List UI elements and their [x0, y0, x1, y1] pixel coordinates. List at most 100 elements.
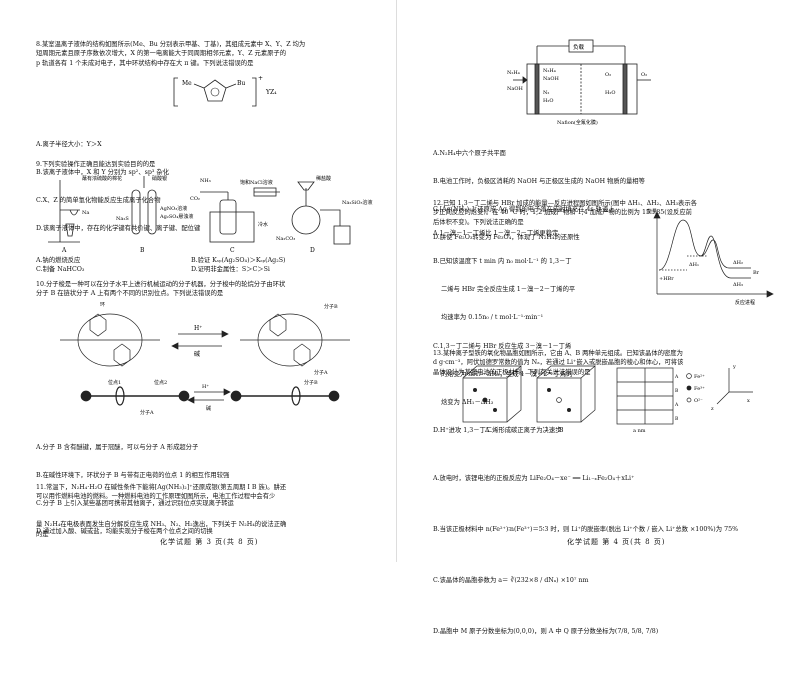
option-12b-cont2: 均速率为 0.15n₀ / t mol·L⁻¹·min⁻¹	[441, 314, 544, 322]
axis-z-label: z	[711, 406, 714, 412]
label-b2: Na₂S	[116, 216, 129, 222]
apparatus-c	[200, 187, 280, 243]
label-right-out1: O₂	[605, 72, 611, 78]
letter-c: C	[230, 247, 235, 254]
letter-d: D	[310, 247, 315, 254]
label-left-mid3: N₂	[543, 90, 549, 96]
option-12d[interactable]: D.H⁺进攻 1,3－丁二烯形成碳正离子为决速步	[433, 427, 562, 435]
question-8-options: A.离子半径大小：Y＞X B.该离子液体中，X 和 Y 分别为 sp²、sp³ …	[36, 121, 386, 253]
option-13c[interactable]: C.该晶体的晶胞参数为 a＝ ∛(232×8 / dNₐ) ×10⁷ nm	[433, 577, 589, 584]
energy-profile-graph: 能量 反应进程 ΔH₁ ΔH₂ ΔH₃ +HBr Br	[647, 208, 774, 306]
option-11d[interactable]: D.肼使 Fe₂O₃转变为 Fe₃O₄，体现了 N₂H₄的还原性	[433, 234, 580, 242]
option-11c[interactable]: C.[Ag(NH₃)₂]⁺还原成 Ag 得到的电子落在成时填充在 4s 轨道上	[433, 206, 615, 214]
question-10-options: A.分子 B 含有醚键，属于冠醚，可以与分子 A 形成超分子 B.在碱性环境下，…	[36, 424, 386, 556]
option-8d[interactable]: D.该离子液体中，存在的化学键有共价键、离子键、配位键	[36, 225, 201, 233]
fuel-cell-diagram: 负载 N₂H₄ NaOH N₂H₄ NaOH N₂ H₂O O₂ H₂O O₂ …	[507, 39, 651, 126]
label-d1: 稀盐酸	[316, 175, 331, 182]
cell-row-4: B	[675, 416, 679, 422]
butyl-label: Bu	[237, 80, 245, 87]
label-right-in: O₂	[641, 72, 647, 78]
graph-xlabel: 反应进程	[735, 299, 755, 306]
option-9d[interactable]: D.证明非金属性：S＞C＞Si	[190, 266, 270, 274]
option-8b[interactable]: B.该离子液体中，X 和 Y 分别为 sp²、sp³ 杂化	[36, 169, 170, 177]
label-left-mid2: NaOH	[543, 76, 559, 82]
option-13b[interactable]: B.当该正极材料中 n(Fe²⁺)∶n(Fe³⁺)＝5∶3 时，则 Li⁺的脱嵌…	[433, 526, 739, 533]
option-10a[interactable]: A.分子 B 含有醚键，属于冠醚，可以与分子 A 形成超分子	[36, 443, 199, 451]
legend-fe3: Fe³⁺	[694, 386, 705, 392]
question-12-stem: 12.已知 1,3－丁二烯与 HBr 加成的能量—反应进程图如图所示(图中 ΔH…	[433, 199, 697, 226]
label-left-mid1: N₂H₄	[543, 68, 556, 74]
label-c4: 冷水	[258, 221, 268, 228]
label-molecule-b-1: 分子B	[324, 303, 338, 310]
label-b4: Ag₂SO₄悬浊液	[159, 213, 193, 220]
label-h-plus: H⁺	[194, 325, 202, 332]
cation-charge: +	[258, 75, 263, 82]
option-10b[interactable]: B.在碱性环境下，环状分子 B 与带有正电荷的位点 1 的相互作用较强	[36, 472, 230, 480]
unit-b-label: B	[559, 427, 564, 434]
question-13-options: A.放电时，该锂电池的正极反应为 LiFe₂O₄－xe⁻ ══ Li₁₋ₓFe₂…	[433, 436, 783, 674]
label-b3: AgNO₃溶液	[159, 205, 187, 212]
option-12b[interactable]: B.已知该温度下 t min 内 n₀ mol·L⁻¹ 的 1,3－丁	[433, 258, 572, 266]
option-12c[interactable]: C.1,3－丁二烯与 HBr 反应生成 3－溴－1－丁烯	[433, 342, 572, 350]
methyl-label: Me	[182, 80, 192, 87]
apparatus-b	[131, 176, 157, 235]
label-left-in1: N₂H₄	[507, 70, 520, 76]
question-11-options: A.N₂H₄中六个原子共平面 B.电池工作时，负极区消耗的 NaOH 与正极区生…	[433, 130, 783, 262]
label-molecule-b-2: 分子B	[304, 379, 318, 386]
axis-y-label: y	[732, 364, 736, 370]
option-12a[interactable]: A.1－溴－1－丁烯比 1－溴－2－丁烯更稳定	[433, 229, 559, 237]
option-9c[interactable]: C.制备 NaHCO₃	[36, 266, 85, 274]
option-10c[interactable]: C.分子 B 上引入某些基团可携带其他离子，通过识别位点实现离子转运	[36, 500, 234, 508]
label-d3: Na₂CO₃	[276, 236, 295, 242]
label-base: 碱	[194, 351, 200, 358]
option-10d[interactable]: D.通过加入酸、碱或盐，均能实现分子梭在两个位点之间的切换	[36, 528, 213, 536]
question-12-options: A.1－溴－1－丁烯比 1－溴－2－丁烯更稳定 B.已知该温度下 t min 内…	[433, 210, 643, 455]
label-c2: CO₂	[190, 196, 200, 202]
label-a1: 蘸有浓硫酸的棉花	[82, 175, 122, 182]
legend-o2: O²⁻	[694, 398, 703, 404]
graph-dh3: ΔH₃	[733, 282, 743, 288]
option-12c-cont1: 的焓变为 ΔH₁－ΔH₂，生成 1－溴－2－丁烯的	[441, 370, 573, 378]
letter-a: A	[61, 247, 67, 254]
option-13a[interactable]: A.放电时，该锂电池的正极反应为 LiFe₂O₄－xe⁻ ══ Li₁₋ₓFe₂…	[433, 475, 635, 482]
page-footer-right: 化学试题 第 4 页(共 8 页)	[567, 538, 666, 546]
cell-row-2: B	[675, 388, 679, 394]
option-9a[interactable]: A.钠的燃烧反应	[36, 257, 81, 264]
option-13d[interactable]: D.晶胞中 M 原子分数坐标为(0,0,0)，则 A 中 Q 原子分数坐标为(7…	[433, 628, 659, 635]
label-c1: NH₃	[200, 178, 211, 184]
label-left-in2: NaOH	[507, 86, 523, 92]
graph-product: Br	[753, 270, 760, 276]
cell-row-1: A	[674, 374, 679, 380]
question-10-stem: 10.分子梭是一种可以在分子水平上进行机械运动的分子机器，分子梭中的轮烷分子由环…	[36, 281, 286, 298]
question-11-stem: 11.常温下，N₂H₄·H₂O 在碱性条件下能将[Ag(NH₃)₂]⁺还原成银(…	[36, 483, 287, 538]
label-d2: Na₂SiO₃溶液	[342, 199, 373, 206]
option-8a[interactable]: A.离子半径大小：Y＞X	[36, 140, 102, 148]
label-molecule-a-2: 分子A	[140, 409, 154, 416]
option-12c-cont2: 焓变为 ΔH₁－ΔH₃	[441, 399, 494, 407]
option-12b-cont1: 二烯与 HBr 完全反应生成 1－溴－2－丁烯的平	[441, 286, 576, 294]
label-right-out2: H₂O	[605, 90, 615, 96]
graph-dh2: ΔH₂	[733, 260, 743, 266]
label-b1: 硝酸银	[152, 175, 167, 182]
left-page: 8.某室温离子液体的结构如图所示(Me、Bu 分别表示甲基、丁基)，其组成元素中…	[0, 0, 397, 562]
label-site2: 位点2	[154, 379, 167, 386]
unit-a-label: A	[484, 427, 490, 434]
label-load: 负载	[573, 43, 585, 51]
molecular-shuttle-figure: 环 分子B H⁺ 碱 分子A 位点1 位点2 H⁺ 碱 分子B 分子A	[60, 302, 350, 416]
cell-row-3: A	[674, 402, 679, 408]
anion-formula: YZ₄	[265, 89, 277, 96]
page-footer-left: 化学试题 第 3 页(共 8 页)	[160, 538, 259, 546]
graph-dh1: ΔH₁	[689, 262, 699, 268]
apparatus-d	[291, 181, 351, 245]
label-c3: 饱和NaCl溶液	[240, 179, 273, 186]
option-9b[interactable]: B.验证 Kₛₚ(Ag₂SO₄)＞Kₛₚ(Ag₂S)	[190, 257, 286, 264]
option-11a[interactable]: A.N₂H₄中六个原子共平面	[433, 149, 506, 157]
option-11b[interactable]: B.电池工作时，负极区消耗的 NaOH 与正极区生成的 NaOH 物质的量相等	[433, 178, 645, 186]
question-9-options: A.钠的燃烧反应 B.验证 Kₛₚ(Ag₂SO₄)＞Kₛₚ(Ag₂S) C.制备…	[36, 256, 376, 275]
experiment-apparatus-figure: 蘸有浓硫酸的棉花 Na 硝酸银 Na₂S AgNO₃溶液 Ag₂SO₄悬浊液 N…	[48, 175, 373, 254]
label-h-plus-2: H⁺	[202, 384, 209, 390]
option-8c[interactable]: C.X、Z 的简单氢化物能反应生成离子化合物	[36, 197, 161, 205]
label-molecule-a-1: 分子A	[314, 369, 328, 376]
graph-reactant: +HBr	[659, 276, 674, 282]
apparatus-a	[48, 180, 80, 243]
